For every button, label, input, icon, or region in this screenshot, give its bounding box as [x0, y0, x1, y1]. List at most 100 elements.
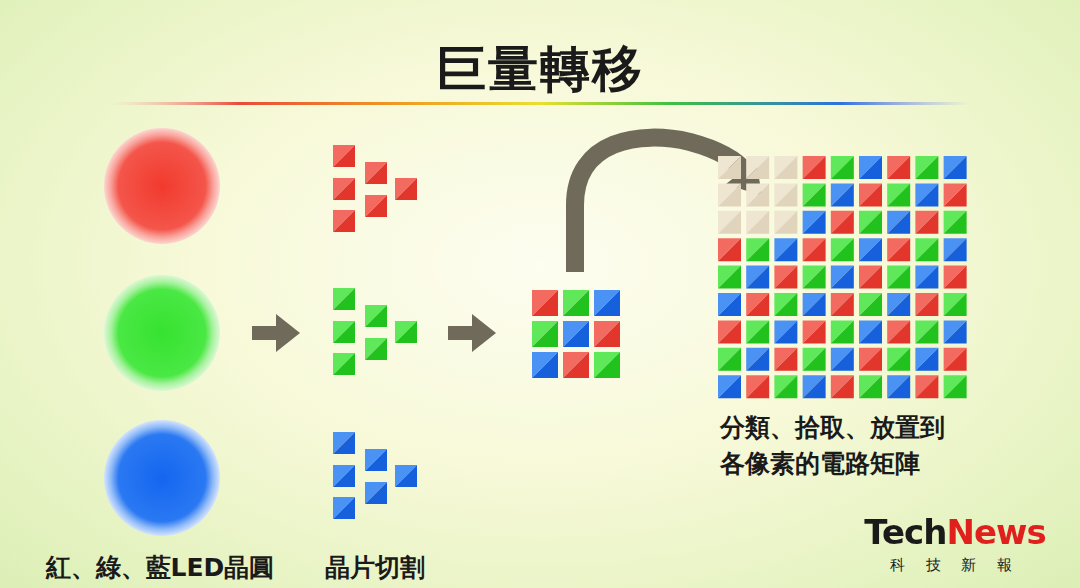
- chip-facet: [915, 266, 938, 289]
- chip-facet: [333, 465, 355, 487]
- chip-facet: [831, 293, 854, 316]
- led-chip: [365, 449, 387, 471]
- led-chip: [333, 288, 355, 310]
- chip-facet: [333, 497, 355, 519]
- led-chip: [594, 290, 620, 316]
- chip-facet: [333, 432, 355, 454]
- led-chip: [859, 375, 882, 398]
- led-chip: [944, 293, 967, 316]
- chip-facet: [746, 238, 769, 261]
- led-chip: [395, 321, 417, 343]
- led-chip: [774, 156, 797, 179]
- chip-facet: [333, 497, 355, 519]
- chip-facet: [774, 156, 797, 179]
- chip-facet: [774, 375, 797, 398]
- led-chip: [887, 320, 910, 343]
- chip-facet: [944, 348, 967, 371]
- chip-facet: [887, 183, 910, 206]
- chip-facet: [395, 465, 417, 487]
- led-chip: [774, 183, 797, 206]
- chip-facet: [944, 266, 967, 289]
- led-chip: [746, 238, 769, 261]
- chip-facet: [831, 348, 854, 371]
- led-chip: [774, 211, 797, 234]
- chip-facet: [887, 266, 910, 289]
- chip-facet: [774, 238, 797, 261]
- chip-facet: [915, 293, 938, 316]
- chip-facet: [803, 375, 826, 398]
- chip-facet: [718, 183, 741, 206]
- chip-facet: [774, 183, 797, 206]
- led-chip: [803, 266, 826, 289]
- led-chip: [365, 162, 387, 184]
- led-chip: [333, 210, 355, 232]
- led-chip: [887, 348, 910, 371]
- led-chip: [718, 156, 741, 179]
- chip-facet: [333, 210, 355, 232]
- chip-facet: [859, 375, 882, 398]
- led-chip: [718, 375, 741, 398]
- chip-facet: [718, 320, 741, 343]
- chip-facet: [859, 211, 882, 234]
- chip-facet: [718, 266, 741, 289]
- led-chip: [365, 195, 387, 217]
- chip-facet: [803, 320, 826, 343]
- chip-facet: [887, 320, 910, 343]
- chip-facet: [563, 321, 589, 347]
- chip-facet: [887, 211, 910, 234]
- led-chip: [915, 320, 938, 343]
- led-chip: [365, 305, 387, 327]
- led-chip: [887, 266, 910, 289]
- chip-facet: [944, 293, 967, 316]
- led-chip: [532, 290, 558, 316]
- chip-facet: [803, 348, 826, 371]
- led-chip: [803, 238, 826, 261]
- chip-facet: [944, 375, 967, 398]
- chip-facet: [803, 348, 826, 371]
- chip-facet: [774, 156, 797, 179]
- chip-facet: [831, 183, 854, 206]
- chip-facet: [333, 178, 355, 200]
- chip-facet: [831, 375, 854, 398]
- led-chip: [563, 290, 589, 316]
- chip-facet: [831, 266, 854, 289]
- chip-facet: [831, 211, 854, 234]
- led-chip: [803, 375, 826, 398]
- chip-facet: [774, 211, 797, 234]
- chip-facet: [718, 183, 741, 206]
- led-chip: [831, 266, 854, 289]
- chip-facet: [831, 320, 854, 343]
- led-chip: [803, 183, 826, 206]
- chip-facet: [915, 238, 938, 261]
- chip-facet: [803, 266, 826, 289]
- led-chip: [831, 348, 854, 371]
- transfer-arrow: [575, 138, 762, 272]
- diagram-title: 巨量轉移: [436, 36, 644, 103]
- chip-facet: [915, 293, 938, 316]
- led-chip: [718, 238, 741, 261]
- chip-facet: [944, 293, 967, 316]
- chip-facet: [831, 348, 854, 371]
- chip-facet: [859, 266, 882, 289]
- chip-facet: [333, 145, 355, 167]
- chip-facet: [859, 320, 882, 343]
- chip-facet: [831, 320, 854, 343]
- chip-facet: [333, 288, 355, 310]
- chip-facet: [718, 238, 741, 261]
- chip-facet: [333, 321, 355, 343]
- led-chip: [915, 156, 938, 179]
- chip-facet: [746, 266, 769, 289]
- chip-facet: [887, 211, 910, 234]
- chip-facet: [774, 238, 797, 261]
- chip-facet: [859, 320, 882, 343]
- chip-facet: [944, 238, 967, 261]
- chip-facet: [746, 156, 769, 179]
- led-chip: [774, 266, 797, 289]
- chip-facet: [774, 375, 797, 398]
- led-chip: [718, 348, 741, 371]
- chip-facet: [859, 238, 882, 261]
- chip-facet: [887, 183, 910, 206]
- led-chip: [944, 238, 967, 261]
- chip-facet: [718, 348, 741, 371]
- led-chip: [594, 352, 620, 378]
